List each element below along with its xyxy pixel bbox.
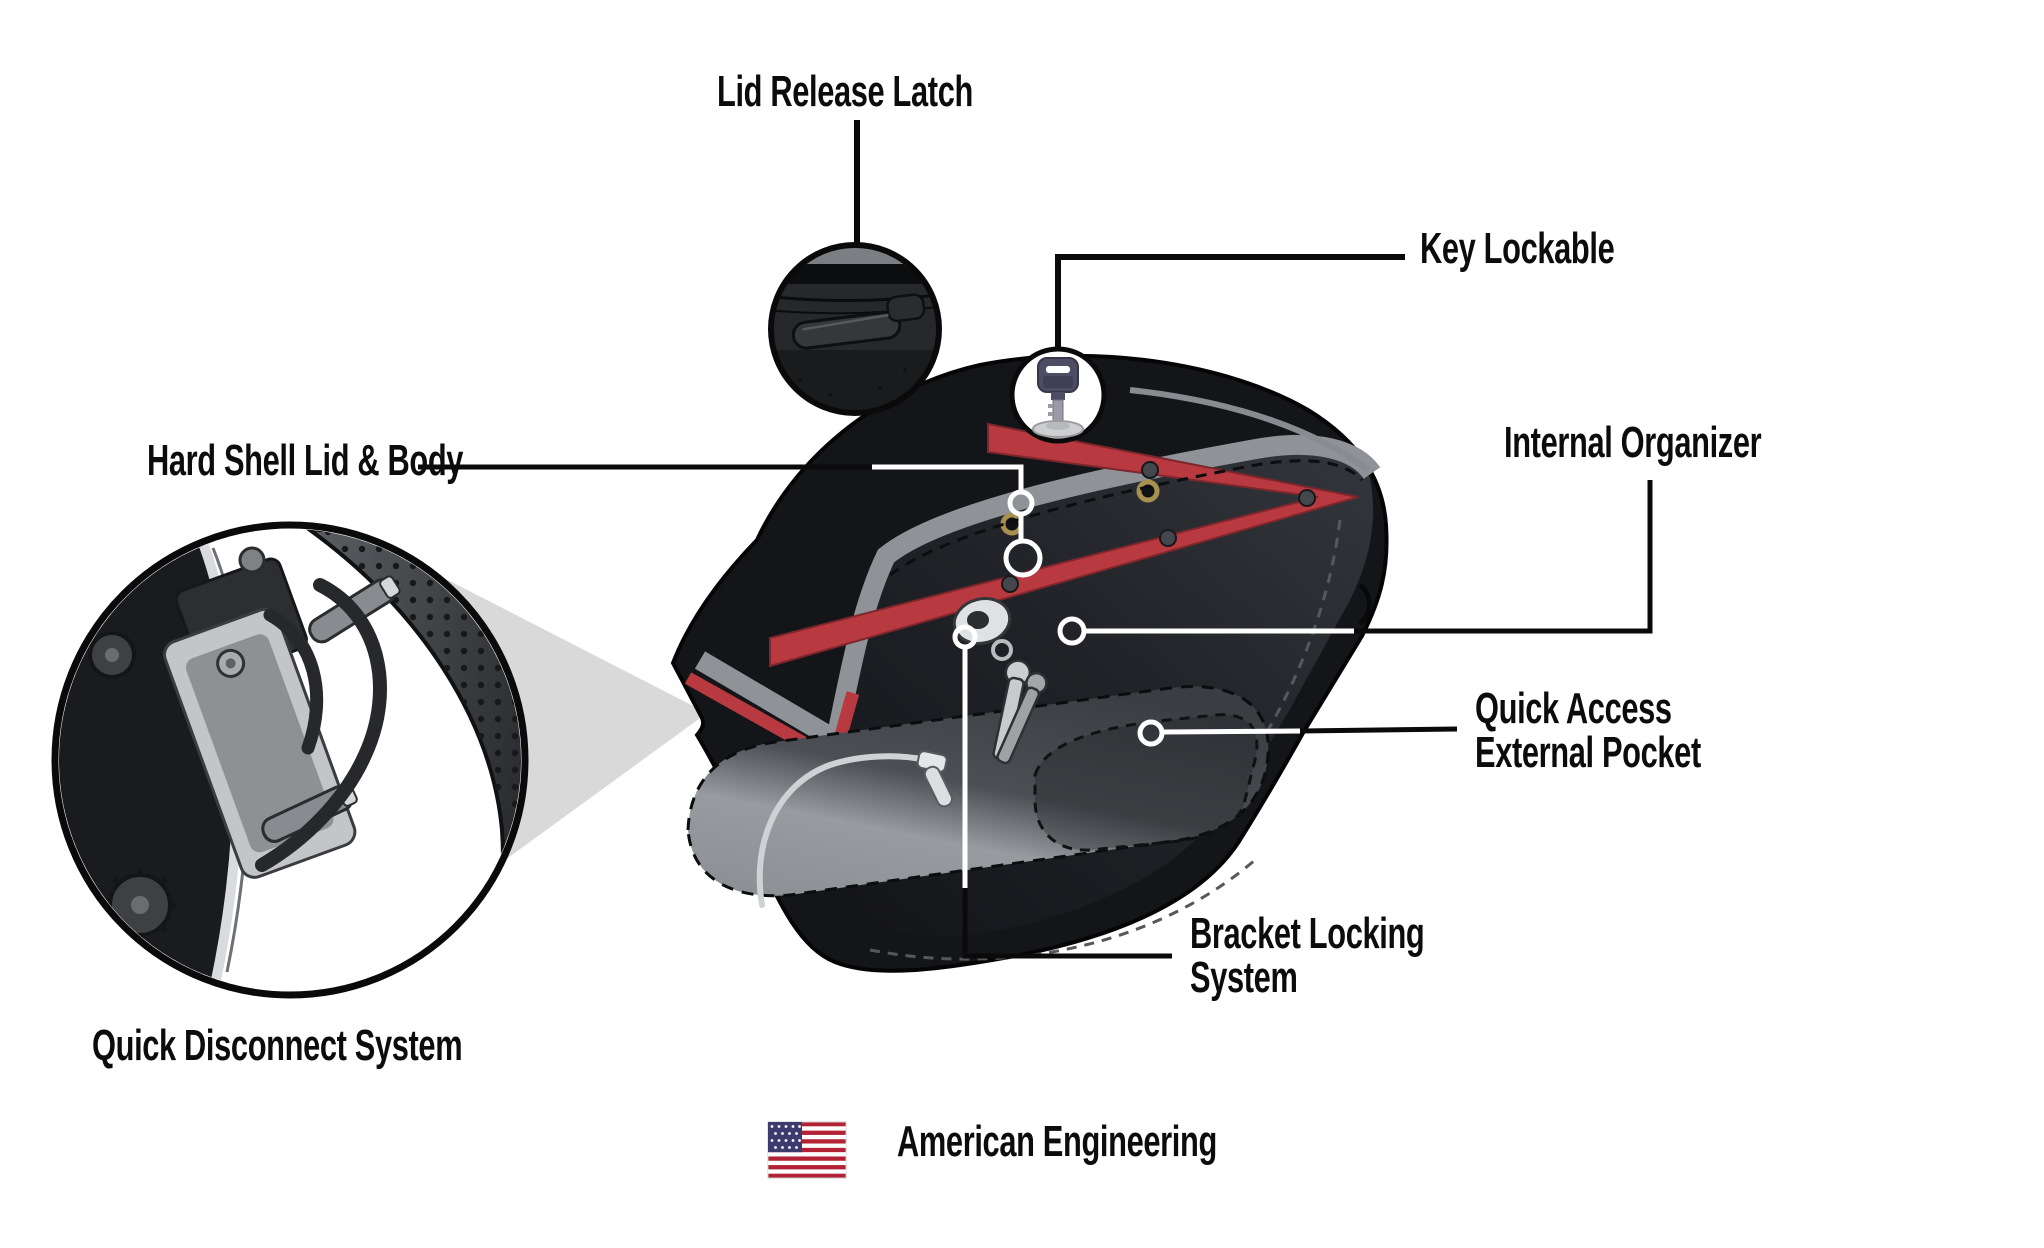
top-edge-trim [1129,387,1370,473]
flag-stars [770,1125,801,1149]
label-line-2: External Pocket [1475,728,1701,777]
label-line-1: Bracket Locking [1190,909,1425,958]
zipper-pull [916,750,954,808]
quick-disconnect-inset [51,521,529,999]
grommet [1136,479,1160,503]
rivet [1141,461,1159,479]
us-flag-icon [767,1121,847,1179]
key-icon [1032,357,1084,438]
stitching [869,858,1256,961]
leader-internal-organizer-black [1354,480,1653,634]
stitching [1253,519,1342,753]
lid-trim-stripe [694,434,1381,756]
label-lid-release-latch: Lid Release Latch [717,67,973,116]
leader-hard-shell-white [872,464,1024,490]
callout-dot-bracket [952,624,978,650]
label-key-lockable: Key Lockable [1420,224,1615,273]
label-line-2: System [1190,953,1298,1002]
label-quick-disconnect-system: Quick Disconnect System [92,1021,463,1070]
leader-pocket-black [1299,726,1458,734]
saddlebag-illustration [670,353,1389,973]
keyhole-and-keys [952,597,1048,765]
lid-lip [1358,583,1372,626]
leader-pocket-white [1162,728,1301,735]
external-pocket [686,685,1270,898]
pocket-flap [1033,713,1259,852]
leader-lines [418,120,1653,959]
leader-key-lockable [1055,254,1405,350]
label-american-engineering: American Engineering [897,1117,1217,1166]
rivet [1159,529,1177,547]
key-lockable-badge [1009,346,1107,444]
callout-dot-pocket [1137,719,1165,747]
callout-dot-trim [1007,489,1035,517]
callout-dot-organizer [1057,616,1087,646]
label-bracket-locking-system: Bracket Locking System [1190,909,1425,1002]
zipper-track [756,753,929,908]
label-line-1: Quick Access [1475,684,1672,733]
label-quick-access-external-pocket: Quick Access External Pocket [1475,687,1701,775]
lid-release-latch-inset [768,242,942,416]
grommet [1000,512,1024,536]
rivet [1298,489,1316,507]
callout-dot-body [1003,538,1043,578]
stitching [889,459,1364,577]
red-chevron [769,422,1359,668]
rivet [1001,575,1019,593]
leader-bracket-black [962,888,1172,959]
label-hard-shell-lid-body: Hard Shell Lid & Body [147,436,464,485]
label-internal-organizer: Internal Organizer [1504,418,1762,467]
